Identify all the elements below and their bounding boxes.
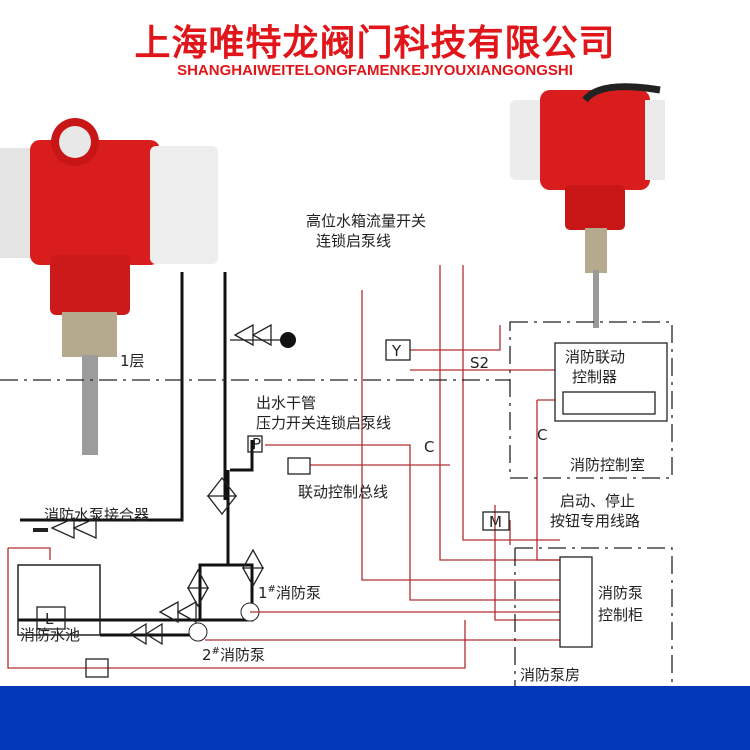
pump-room-boundary (514, 547, 673, 690)
label-pump-room: 消防泵房 (520, 666, 580, 684)
flow-switch-device-left (0, 118, 218, 455)
pump-cabinet-box (559, 556, 593, 648)
label-interlock-line: 连锁启泵线 (316, 232, 391, 250)
company-name-cn: 上海唯特龙阀门科技有限公司 (134, 23, 616, 64)
label-controller-1: 消防联动 (565, 348, 625, 366)
pump2-label: 消防泵 (220, 646, 265, 664)
water-pipes (17, 272, 296, 646)
label-controller-2: 控制器 (572, 368, 617, 386)
module-m: M (489, 513, 502, 531)
label-cabinet-1: 消防泵 (598, 584, 643, 602)
pressure-switch-p: P (252, 435, 261, 453)
svg-text:2#消防泵: 2#消防泵 (202, 646, 265, 664)
control-room-boundary (509, 321, 673, 479)
pump1-number: 1 (258, 584, 268, 602)
label-c2: C (537, 426, 547, 444)
label-start-stop-1: 启动、停止 (560, 492, 635, 510)
pump2-sup: # (212, 646, 220, 657)
label-floor: 1层 (120, 352, 145, 370)
label-linkage-bus: 联动控制总线 (298, 483, 388, 501)
company-name-en: SHANGHAIWEITELONGFAMENKEJIYOUXIANGONGSHI (177, 62, 573, 79)
pump1-sup: # (268, 584, 276, 595)
label-pool: 消防水池 (20, 626, 80, 644)
svg-text:1#消防泵: 1#消防泵 (258, 584, 321, 602)
level-switch-l: L (45, 610, 54, 628)
linkage-controller-box (554, 342, 668, 422)
label-s2: S2 (470, 354, 489, 372)
pump1-label: 消防泵 (276, 584, 321, 602)
label-c1: C (424, 438, 434, 456)
label-pressure-switch-line: 压力开关连锁启泵线 (256, 414, 391, 432)
label-cabinet-2: 控制柜 (598, 606, 643, 624)
control-wires (7, 265, 560, 669)
label-start-stop-2: 按钮专用线路 (550, 512, 640, 530)
controller-panel (562, 391, 656, 415)
label-pump-adapter: 消防水泵接合器 (44, 506, 149, 524)
label-outlet-main: 出水干管 (256, 394, 316, 412)
pump2-number: 2 (202, 646, 212, 664)
footer-bar (0, 686, 750, 750)
label-control-room: 消防控制室 (570, 456, 645, 474)
flow-switch-device-right (510, 83, 665, 328)
module-y: Y (391, 342, 402, 360)
label-high-tank: 高位水箱流量开关 (306, 212, 426, 230)
